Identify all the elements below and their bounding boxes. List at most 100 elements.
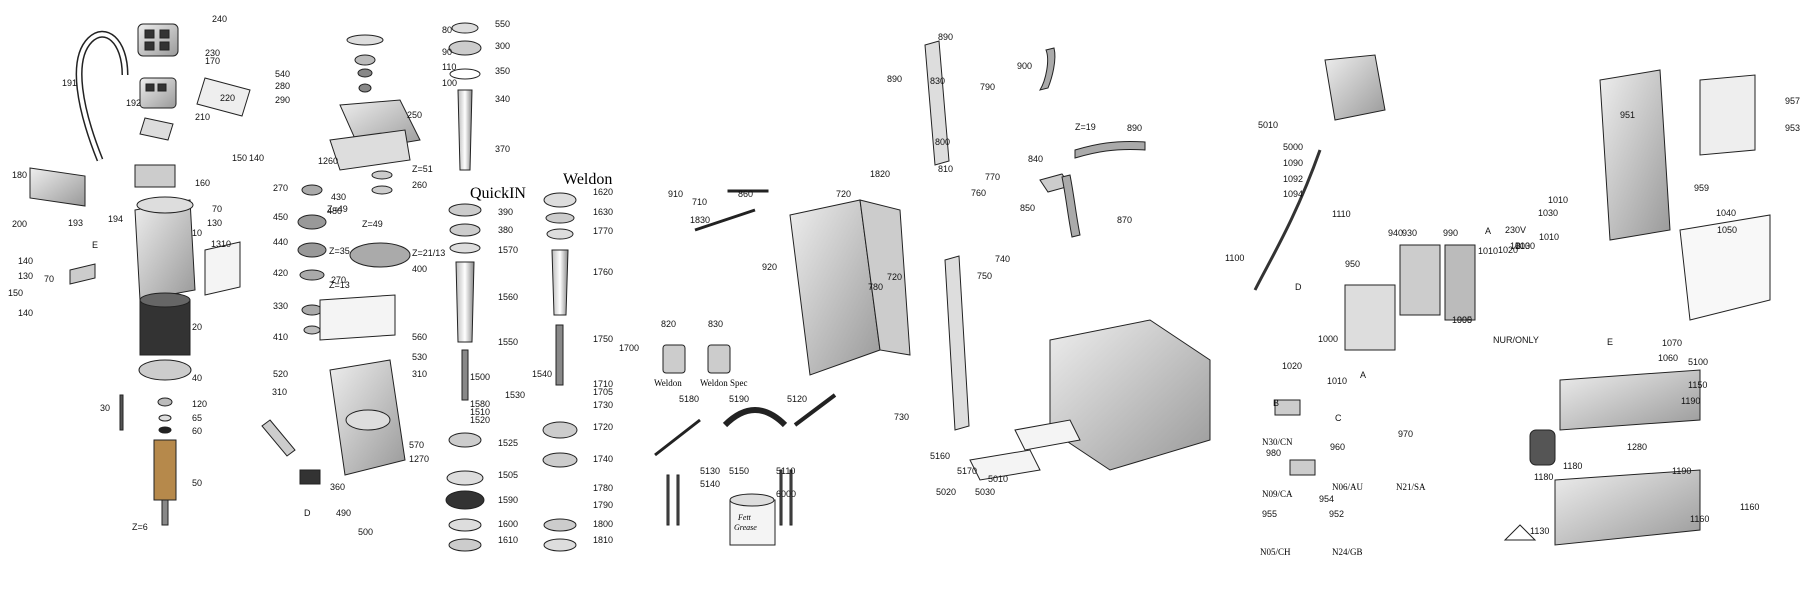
- part-callout: 1790: [593, 500, 613, 510]
- part-callout: 110: [442, 62, 456, 72]
- part-callout: 250: [407, 110, 422, 120]
- part-callout: 5000: [1283, 142, 1303, 152]
- part-callout: B: [1515, 241, 1521, 251]
- part-callout: 50: [192, 478, 202, 488]
- part-callout: 65: [192, 413, 202, 423]
- part-callout: 5110: [776, 466, 795, 476]
- label-weldon: Weldon: [654, 378, 682, 388]
- part-callout: 400: [412, 264, 427, 274]
- part-callout: Z=49: [327, 204, 348, 214]
- part-callout: 1260: [318, 156, 338, 166]
- part-callout: 1800: [593, 519, 613, 529]
- part-callout: 150: [232, 153, 247, 163]
- part-callout: 360: [330, 482, 345, 492]
- part-callout: 760: [971, 188, 986, 198]
- part-callout: 1150: [1688, 380, 1707, 390]
- part-callout: 1000: [1452, 315, 1472, 325]
- part-callout: 952: [1329, 509, 1344, 519]
- label-fett: Fett: [737, 513, 752, 522]
- part-callout: 90: [442, 47, 452, 57]
- part-callout: 1030: [1515, 241, 1535, 251]
- part-callout: 1720: [593, 422, 613, 432]
- part-callout: 1010: [1510, 241, 1530, 251]
- part-callout: 310: [272, 387, 287, 397]
- part-callout: 957: [1785, 96, 1800, 106]
- part-callout: 1160: [1690, 514, 1709, 524]
- part-callout: 280: [275, 81, 290, 91]
- part-callout: Z=49: [362, 219, 383, 229]
- part-callout: 480: [327, 206, 342, 216]
- part-callout: 1750: [593, 334, 613, 344]
- part-callout: 860: [738, 189, 753, 199]
- label-n21sa: N21/SA: [1396, 482, 1426, 492]
- part-callout: 130: [18, 271, 33, 281]
- part-callout: 270: [331, 275, 346, 285]
- part-callout: 290: [275, 95, 290, 105]
- part-callout: 440: [273, 237, 288, 247]
- part-callout: 140: [18, 308, 33, 318]
- part-callout: 1280: [1627, 442, 1647, 452]
- part-callout: 193: [68, 218, 83, 228]
- label-n09ca: N09/CA: [1262, 489, 1293, 499]
- part-callout: 1010: [1327, 376, 1347, 386]
- part-callout: 780: [868, 282, 883, 292]
- part-callout: 1780: [593, 483, 613, 493]
- part-callout: 150: [8, 288, 23, 298]
- part-callout: 930: [1402, 228, 1417, 238]
- part-callout: E: [1607, 337, 1613, 347]
- part-callout: 1160: [1740, 502, 1759, 512]
- part-callout: 530: [412, 352, 427, 362]
- part-callout: 1510: [470, 407, 490, 417]
- part-callout: D: [1295, 282, 1302, 292]
- part-callout: 540: [275, 69, 290, 79]
- part-callout: 5160: [930, 451, 950, 461]
- part-callout: 10: [192, 228, 202, 238]
- part-callout: 220: [220, 93, 235, 103]
- part-callout: 1760: [593, 267, 613, 277]
- part-callout: Z=19: [1075, 122, 1096, 132]
- part-callout: 830: [708, 319, 723, 329]
- part-callout: 1000: [1318, 334, 1338, 344]
- part-callout: 5150: [729, 466, 749, 476]
- stand-group: [694, 40, 1211, 481]
- part-callout: 6000: [776, 489, 796, 499]
- part-callout: 430: [331, 192, 346, 202]
- part-callout: C: [1335, 413, 1342, 423]
- part-callout: 820: [661, 319, 676, 329]
- part-callout: 1810: [593, 535, 613, 545]
- part-callout: 953: [1785, 123, 1800, 133]
- part-callout: 1830: [690, 215, 710, 225]
- heading-quickin: QuickIN: [470, 185, 526, 202]
- part-callout: Z=21/13: [412, 248, 445, 258]
- part-callout: 194: [108, 214, 123, 224]
- part-callout: 1770: [593, 226, 613, 236]
- part-callout: 1540: [532, 369, 552, 379]
- part-callout: NUR/ONLY: [1493, 335, 1539, 345]
- part-callout: 955: [1262, 509, 1277, 519]
- part-callout: 270: [273, 183, 288, 193]
- part-callout: 995: [1457, 315, 1472, 325]
- part-callout: 770: [985, 172, 1000, 182]
- part-callout: 5140: [700, 479, 720, 489]
- part-callout: 870: [1117, 215, 1132, 225]
- part-callout: 1520: [470, 415, 490, 425]
- part-callout: 80: [442, 25, 452, 35]
- part-callout: 192: [126, 98, 141, 108]
- part-callout: 191: [62, 78, 77, 88]
- part-callout: 130: [207, 218, 222, 228]
- part-callout: 140: [249, 153, 264, 163]
- part-callout: 370: [495, 144, 510, 154]
- part-callout: 1050: [1717, 225, 1737, 235]
- part-callout: 1560: [498, 292, 518, 302]
- part-callout: 30: [100, 403, 110, 413]
- part-callout: 260: [412, 180, 427, 190]
- motor-group: [29, 23, 251, 526]
- part-callout: 1570: [498, 245, 518, 255]
- part-callout: 730: [894, 412, 909, 422]
- part-callout: B: [1273, 398, 1279, 408]
- part-callout: 5020: [936, 487, 956, 497]
- part-callout: 1550: [498, 337, 518, 347]
- part-callout: A: [1360, 370, 1366, 380]
- part-callout: 1130: [1530, 526, 1549, 536]
- label-grease: Grease: [734, 523, 757, 532]
